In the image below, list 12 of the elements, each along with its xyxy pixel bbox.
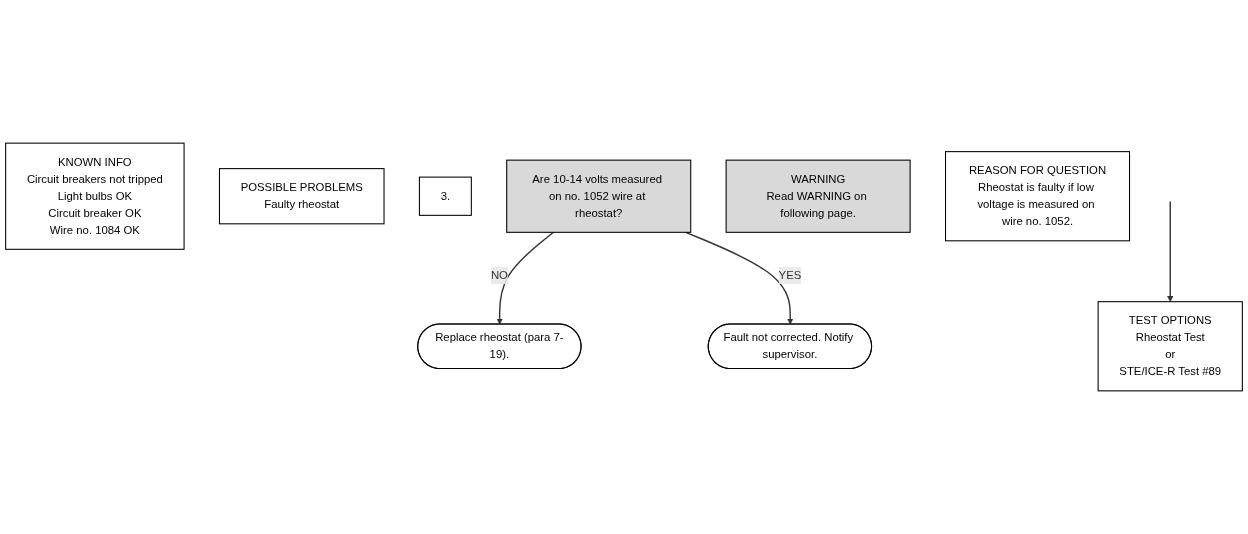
arrow: [496, 231, 555, 325]
node-box: 3.: [418, 176, 472, 216]
node-box: KNOWN INFO Circuit breakers not tripped Light bulbs OK Circuit breaker OK Wire no. 1084 OK: [5, 142, 185, 250]
node-box: WARNING Read WARNING on following page.: [725, 159, 911, 233]
node-box: POSSIBLE PROBLEMS Faulty rheostat: [218, 168, 385, 225]
arrow: [685, 231, 794, 325]
edge-label: YES: [778, 269, 802, 282]
node-box: TEST OPTIONS Rheostat Test or STE/ICE-R Test #89: [1097, 301, 1243, 392]
arrow: [1167, 200, 1174, 302]
node-box: REASON FOR QUESTION Rheostat is faulty if low voltage is measured on wire no. 1052.: [945, 151, 1131, 242]
edge-label: NO: [490, 269, 508, 282]
node-box: Are 10-14 volts measured on no. 1052 wire at rheostat?: [506, 159, 692, 233]
